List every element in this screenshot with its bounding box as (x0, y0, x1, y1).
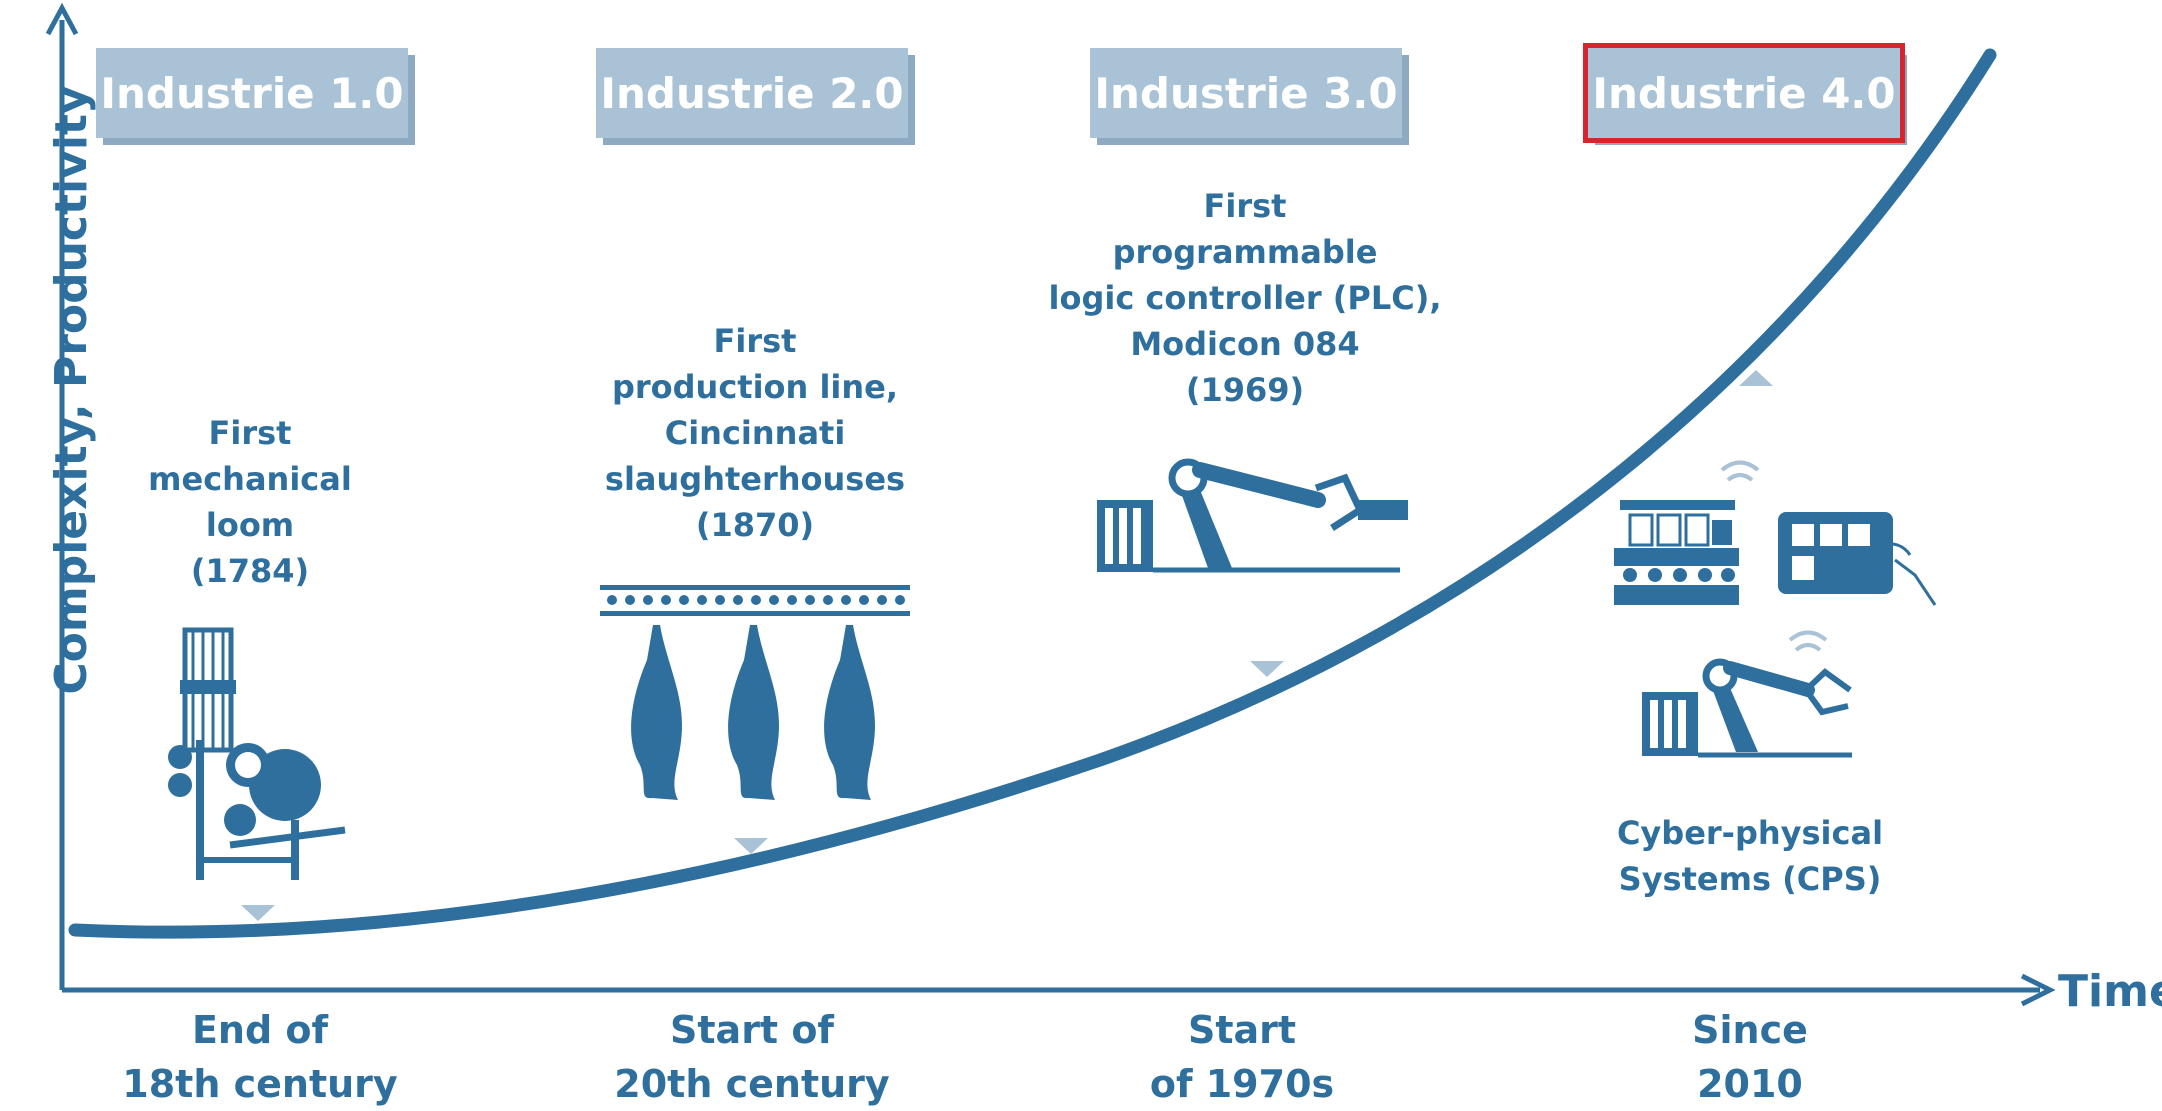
era-marker-2 (734, 838, 768, 854)
mechanical-loom-icon (168, 627, 346, 880)
invention-line: (1969) (1185, 371, 1305, 409)
invention-line: slaughterhouses (604, 460, 906, 498)
x-axis-label: Time (2058, 966, 2162, 1017)
period-label-2: Start of 20th century (572, 1003, 932, 1111)
y-axis-label: Complexity, Productivity (46, 85, 97, 695)
period-line: 18th century (122, 1062, 398, 1106)
invention-line: First (1203, 187, 1287, 225)
growth-curve (68, 48, 1997, 939)
period-line: Start (1187, 1008, 1297, 1052)
invention-text-3: First programmable logic controller (PLC… (1030, 183, 1460, 413)
era-box-label: Industrie 3.0 (1094, 68, 1398, 118)
era-box-label: Industrie 4.0 (1592, 68, 1896, 118)
plc-robot-arm-icon (1097, 458, 1408, 573)
invention-line: (1784) (190, 552, 310, 590)
period-line: End of (191, 1008, 329, 1052)
invention-line: Cyber-physical (1616, 814, 1884, 852)
invention-line: First (208, 414, 292, 452)
era-box-industrie-2: Industrie 2.0 (596, 48, 908, 138)
period-label-3: Start of 1970s (1062, 1003, 1422, 1111)
era-box-industrie-4: Industrie 4.0 (1583, 43, 1905, 143)
period-line: 20th century (614, 1062, 890, 1106)
invention-line: programmable (1112, 233, 1378, 271)
invention-line: mechanical (148, 460, 352, 498)
invention-line: production line, (611, 368, 899, 406)
invention-text-1: First mechanical loom (1784) (120, 410, 380, 594)
era-box-industrie-1: Industrie 1.0 (96, 48, 408, 138)
invention-line: Systems (CPS) (1618, 860, 1882, 898)
period-line: Start of (670, 1008, 834, 1052)
period-line: of 1970s (1149, 1062, 1335, 1106)
era-marker-1 (241, 905, 275, 921)
era-box-industrie-3: Industrie 3.0 (1090, 48, 1402, 138)
period-line: Since (1692, 1008, 1808, 1052)
era-box-label: Industrie 2.0 (600, 68, 904, 118)
invention-line: First (713, 322, 797, 360)
x-axis (62, 973, 2056, 1007)
invention-line: Modicon 084 (1130, 325, 1360, 363)
cyber-physical-systems-icon (1614, 460, 1937, 758)
era-marker-3 (1250, 661, 1284, 677)
period-label-1: End of 18th century (80, 1003, 440, 1111)
invention-line: (1870) (695, 506, 815, 544)
invention-line: loom (205, 506, 295, 544)
invention-text-2: First production line, Cincinnati slaugh… (590, 318, 920, 548)
period-line: 2010 (1697, 1062, 1803, 1106)
invention-line: logic controller (PLC), (1048, 279, 1442, 317)
era-box-label: Industrie 1.0 (100, 68, 404, 118)
y-axis (45, 2, 79, 990)
period-label-4: Since 2010 (1570, 1003, 1930, 1111)
invention-line: Cincinnati (664, 414, 846, 452)
production-line-icon (600, 585, 910, 800)
invention-text-4: Cyber-physical Systems (CPS) (1600, 810, 1900, 902)
era-marker-4 (1739, 370, 1773, 386)
